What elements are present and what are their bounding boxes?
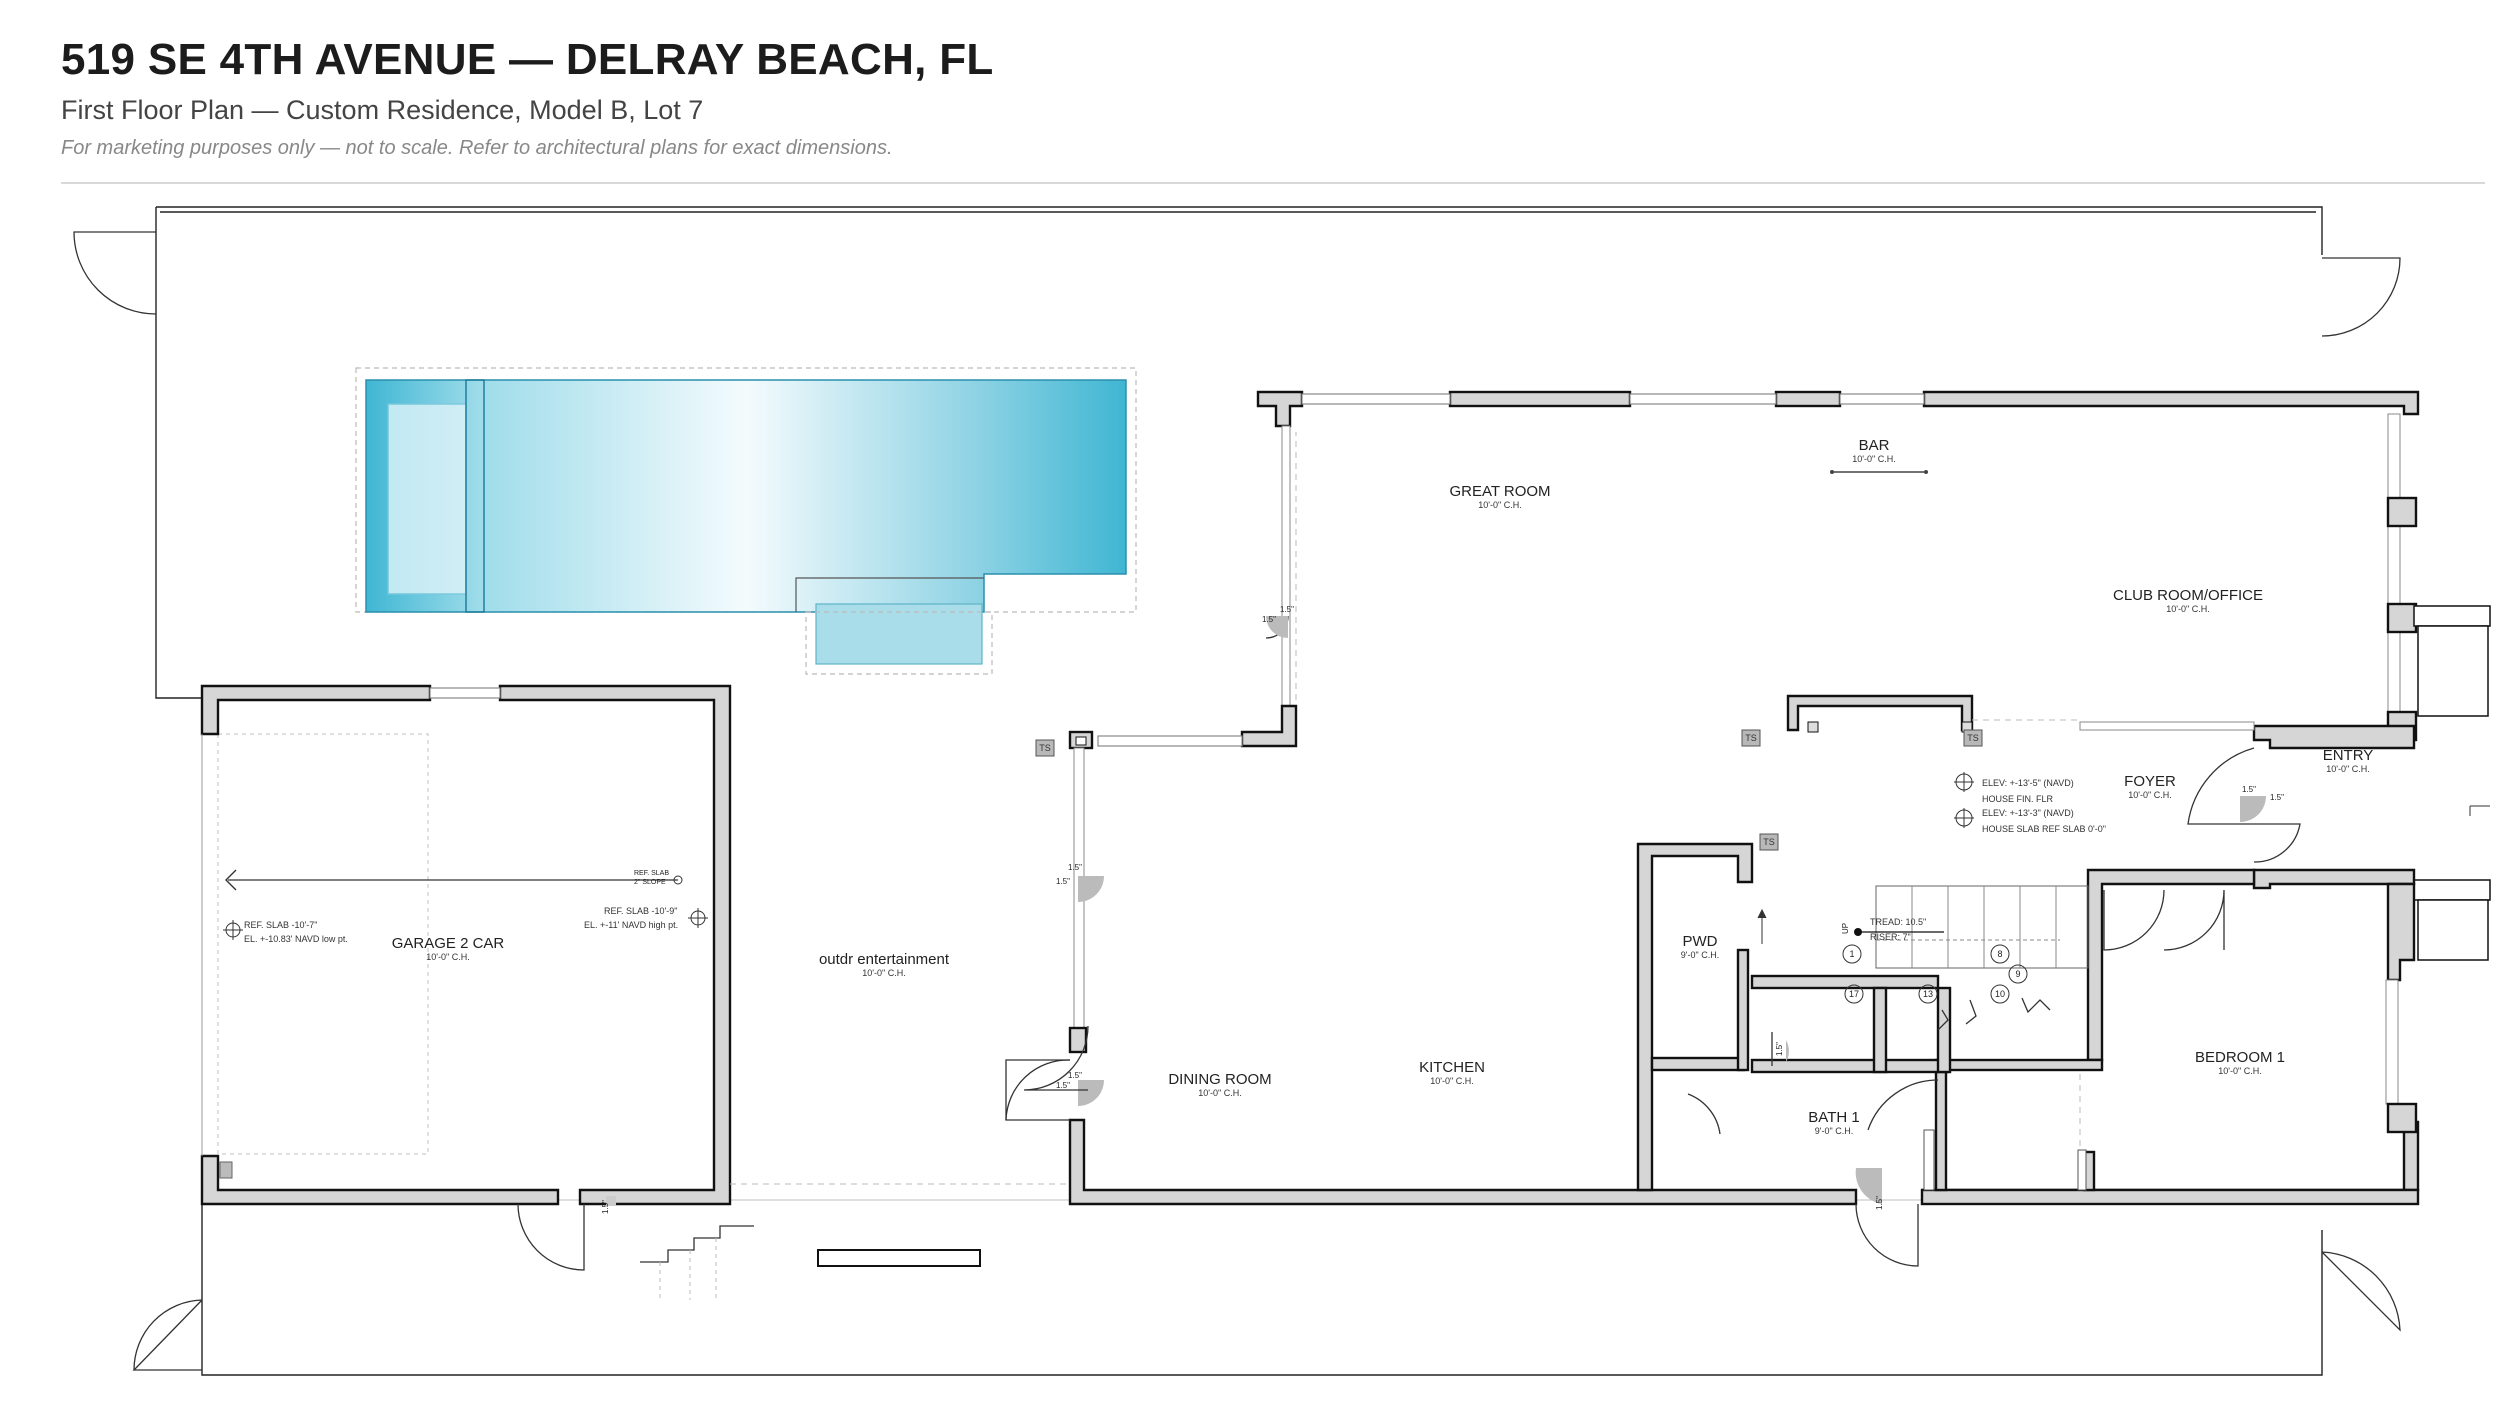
- room-ch-dining: 10'-0" C.H.: [1198, 1088, 1241, 1098]
- room-ch-foyer: 10'-0" C.H.: [2128, 790, 2171, 800]
- tread-annotation: TREAD: 10.5": [1870, 917, 1926, 927]
- house-walls: [1068, 390, 2491, 1206]
- door-size-label: 1.5": [1068, 1071, 1082, 1080]
- room-ch-outdoor: 10'-0" C.H.: [862, 968, 905, 978]
- door-size-label: 1.5": [1775, 1042, 1784, 1056]
- house-slab-annotation: HOUSE SLAB REF SLAB 0'-0": [1982, 824, 2106, 834]
- ref-slab-annotation: REF. SLAB -10'-9": [604, 906, 677, 916]
- room-name-bar: BAR: [1859, 437, 1890, 454]
- pool: [355, 367, 1137, 675]
- door-size-label: 1.5": [1068, 863, 1082, 872]
- room-ch-entry: 10'-0" C.H.: [2326, 764, 2369, 774]
- room-name-foyer: FOYER: [2124, 773, 2176, 790]
- annotations: ELEV: +-13'-5" (NAVD) HOUSE FIN. FLR ELE…: [244, 778, 2106, 944]
- ref-slab-annotation: REF. SLAB -10'-7": [244, 920, 317, 930]
- elev-annotation: ELEV: +-13'-3" (NAVD): [1982, 808, 2074, 818]
- interior-doors: [1005, 615, 2301, 1267]
- elev-annotation: EL. +-10.83' NAVD low pt.: [244, 934, 348, 944]
- ts-markers: TS TS TS TS: [1035, 729, 1983, 851]
- room-name-kitchen: KITCHEN: [1419, 1059, 1485, 1076]
- room-name-club-room: CLUB ROOM/OFFICE: [2113, 587, 2263, 604]
- up-annotation: UP: [1841, 923, 1850, 934]
- elev-annotation: ELEV: +-13'-5" (NAVD): [1982, 778, 2074, 788]
- room-name-pwd: PWD: [1683, 933, 1718, 950]
- door-size-label: 1.5": [1280, 605, 1294, 614]
- misc-lines: [730, 432, 2490, 1191]
- page-subtitle: First Floor Plan — Custom Residence, Mod…: [61, 95, 704, 125]
- site-gates: [73, 231, 2401, 1371]
- stair-number: 1: [1849, 949, 1854, 959]
- room-ch-club-room: 10'-0" C.H.: [2166, 604, 2209, 614]
- stairs: [1757, 885, 2089, 1031]
- room-name-great-room: GREAT ROOM: [1449, 483, 1550, 500]
- page-title: 519 SE 4TH AVENUE — DELRAY BEACH, FL: [61, 35, 994, 84]
- room-labels: GREAT ROOM 10'-0" C.H. BAR 10'-0" C.H. C…: [392, 437, 2374, 1136]
- ts-label: TS: [1967, 733, 1979, 743]
- ts-label: TS: [1763, 837, 1775, 847]
- stair-number: 17: [1849, 989, 1859, 999]
- house-fin-annotation: HOUSE FIN. FLR: [1982, 794, 2054, 804]
- room-name-bedroom1: BEDROOM 1: [2195, 1049, 2285, 1066]
- stair-number: 13: [1923, 989, 1933, 999]
- stair-number: 9: [2015, 969, 2020, 979]
- door-size-label: 1.5": [1056, 1081, 1070, 1090]
- room-name-dining: DINING ROOM: [1168, 1071, 1271, 1088]
- door-size-tags: 1.5" 1.5" 1.5" 1.5" 1.5" 1.5" 1.5" 1.5" …: [601, 605, 2284, 1214]
- room-name-garage: GARAGE 2 CAR: [392, 935, 505, 952]
- room-ch-garage: 10'-0" C.H.: [426, 952, 469, 962]
- room-ch-great-room: 10'-0" C.H.: [1478, 500, 1521, 510]
- stair-number: 10: [1995, 989, 2005, 999]
- door-size-label: 1.5": [2242, 785, 2256, 794]
- room-ch-bath1: 9'-0" C.H.: [1815, 1126, 1853, 1136]
- garage: [200, 684, 981, 1300]
- slope-annotation: 2" SLOPE: [634, 879, 666, 886]
- room-name-outdoor: outdr entertainment: [819, 951, 950, 968]
- title-block: 519 SE 4TH AVENUE — DELRAY BEACH, FL Fir…: [61, 30, 2481, 162]
- disclaimer-note: For marketing purposes only — not to sca…: [61, 137, 893, 159]
- door-size-label: 1.5": [2270, 793, 2284, 802]
- header-divider: [61, 182, 2485, 184]
- stair-numbers: 1 8 9 10 13 17: [1849, 949, 2021, 999]
- room-ch-bedroom1: 10'-0" C.H.: [2218, 1066, 2261, 1076]
- ts-label: TS: [1039, 743, 1051, 753]
- room-name-entry: ENTRY: [2323, 747, 2374, 764]
- stair-number: 8: [1997, 949, 2002, 959]
- room-ch-bar: 10'-0" C.H.: [1852, 454, 1895, 464]
- elev-annotation: EL. +-11' NAVD high pt.: [584, 920, 678, 930]
- door-size-label: 1.5": [1056, 877, 1070, 886]
- room-ch-pwd: 9'-0" C.H.: [1681, 950, 1719, 960]
- door-size-label: 1.5": [1262, 615, 1276, 624]
- ts-label: TS: [1745, 733, 1757, 743]
- door-size-label: 1.5": [1875, 1196, 1884, 1210]
- room-name-bath1: BATH 1: [1808, 1109, 1859, 1126]
- slope-annotation: REF. SLAB: [634, 870, 669, 877]
- room-ch-kitchen: 10'-0" C.H.: [1430, 1076, 1473, 1086]
- door-size-label: 1.5": [601, 1200, 610, 1214]
- riser-annotation: RISER: 7": [1870, 932, 1911, 942]
